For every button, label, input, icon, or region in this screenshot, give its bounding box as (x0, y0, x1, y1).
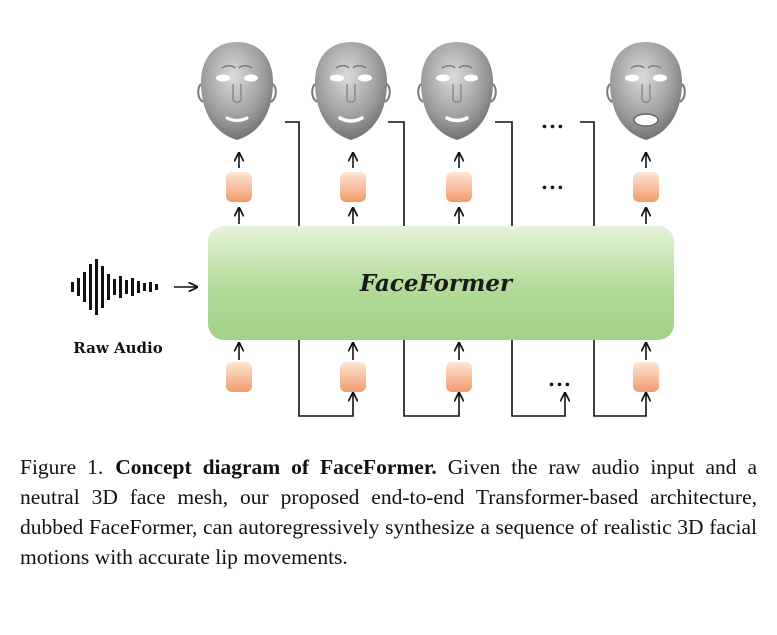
input-token (340, 362, 366, 392)
face-mesh-icon (311, 41, 391, 141)
ellipsis: ... (541, 170, 565, 194)
face-mesh-icon (197, 41, 277, 141)
waveform-icon (71, 259, 158, 315)
output-token (226, 172, 252, 202)
ellipsis: ... (541, 109, 565, 133)
caption-title: Concept diagram of FaceFormer. (115, 455, 437, 479)
output-token (633, 172, 659, 202)
faceformer-block (208, 226, 674, 340)
output-token (340, 172, 366, 202)
input-token (226, 362, 252, 392)
face-mesh-icon (606, 41, 686, 141)
feedback-connectors (285, 121, 646, 417)
caption-number: Figure 1. (20, 455, 104, 479)
ellipsis: ... (548, 367, 572, 391)
output-token (446, 172, 472, 202)
faceformer-diagram: ... ... FaceFormer ... (71, 41, 686, 417)
face-mesh-icon (417, 41, 497, 141)
faceformer-label: FaceFormer (359, 270, 514, 297)
raw-audio-label: Raw Audio (73, 339, 162, 357)
figure-caption: Figure 1.Concept diagram of FaceFormer. … (20, 452, 757, 572)
input-token (446, 362, 472, 392)
caption-body: Given the raw audio input and a neutral … (20, 455, 758, 569)
input-token (633, 362, 659, 392)
